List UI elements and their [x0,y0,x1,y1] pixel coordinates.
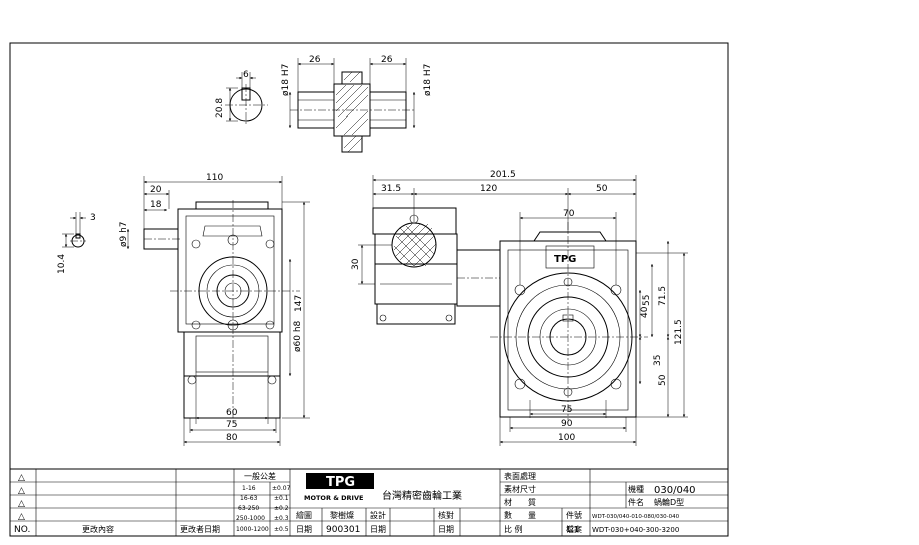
rev-header-date: 更改者日期 [180,524,220,534]
front-d40: 40 [640,306,650,318]
side-base-60: 60 [226,408,238,418]
front-d1215: 121.5 [674,319,684,345]
side-key-height: 10.4 [57,254,67,274]
scale-value: 1:1 [566,525,579,534]
shaft-right-length: 26 [381,55,393,65]
rev-mark-4: △ [18,512,25,522]
front-base-90: 90 [561,419,573,429]
company-logo-sub: MOTOR & DRIVE [304,494,363,502]
side-pilot-dia: ø60 h8 [293,320,303,352]
front-total-width: 201.5 [490,170,516,180]
date-label-2: 日期 [370,525,386,534]
side-base-75: 75 [226,420,237,430]
part-no-value: WDT-030/040-010-080/030-040 [592,514,680,520]
shaft-left-bore: ø18 H7 [281,64,291,96]
material-label: 材 質 [504,497,536,507]
tol-range-1: 1-16 [242,485,256,492]
tolerance-title: 一般公差 [244,471,276,481]
material-size-label: 素材尺寸 [504,484,536,494]
tol-value-2: ±0.1 [274,495,289,502]
side-d18: 18 [150,200,162,210]
shaft-left-length: 26 [309,55,321,65]
title-block: △ △ △ △ NO. 更改內容 更改者日期 一般公差 1-16 ±0.07 1… [9,468,729,537]
front-d70: 70 [563,209,575,219]
rev-mark-1: △ [18,473,25,483]
side-key-width: 3 [90,213,96,223]
model-value: 030/040 [654,485,696,496]
file-value: WDT-030+040-300-3200 [592,526,679,534]
company-logo-text: TPG [326,475,355,490]
part-no-label: 件號 [566,510,582,520]
model-label: 機種 [628,484,644,494]
rev-header-content: 更改內容 [82,524,114,534]
name-label: 件名 [628,497,644,507]
tol-value-1: ±0.07 [272,485,291,492]
design-label: 設計 [370,510,386,520]
side-total-width: 110 [206,173,223,183]
front-d50-vertical: 50 [658,374,668,386]
side-d20: 20 [150,185,162,195]
side-base-80: 80 [226,433,238,443]
rev-header-no: NO. [14,525,30,535]
tol-range-3: 63-250 [238,505,259,512]
date-label-3: 日期 [438,525,454,534]
tol-range-5: 1000-1200 [236,526,269,533]
count-label: 數 量 [504,510,536,520]
scale-label: 比 例 [504,524,523,534]
name-value: 蝸輪D型 [654,497,684,507]
date-label-1: 日期 [296,525,312,534]
drawn-label: 繪圖 [296,510,312,520]
rev-mark-3: △ [18,499,25,509]
front-d55: 55 [642,295,652,306]
front-d35: 35 [653,355,663,366]
front-base-75: 75 [561,405,572,415]
front-d315: 31.5 [381,184,401,194]
front-d50: 50 [596,184,608,194]
tol-value-5: ±0.5 [274,526,289,533]
company-logo [306,473,374,489]
front-brand-mark: TPG [554,254,576,265]
file-label: 檔案 [566,524,582,534]
check-label: 核對 [438,510,454,520]
tol-value-3: ±0.2 [274,505,289,512]
company-name: 台灣精密齒輪工業 [382,489,462,502]
rev-mark-2: △ [18,486,25,496]
front-base-100: 100 [558,433,575,443]
front-view: TPG 201.5 31.5 120 50 70 3 [351,170,688,446]
front-d120: 120 [480,184,497,194]
tol-value-4: ±0.3 [274,515,289,522]
side-view: 3 10.4 110 2 [57,173,310,446]
shaft-keyway-dim: 6 [243,70,249,80]
tol-range-4: 250-1000 [236,515,265,522]
drawn-name: 黎樹燦 [330,510,354,520]
surface-label: 表面處理 [504,471,536,481]
shaft-height-dim: 20.8 [215,98,225,118]
side-height: 147 [294,295,304,312]
shaft-right-bore: ø18 H7 [423,64,433,96]
shaft-detail-view: 6 20.8 [215,55,433,153]
front-d715: 71.5 [658,286,668,306]
tol-range-2: 16-63 [240,495,258,502]
date-value: 900301 [326,525,360,535]
drawing-frame [9,42,729,537]
front-d30: 30 [351,258,361,270]
side-shaft-dia: ø9 h7 [119,221,129,247]
